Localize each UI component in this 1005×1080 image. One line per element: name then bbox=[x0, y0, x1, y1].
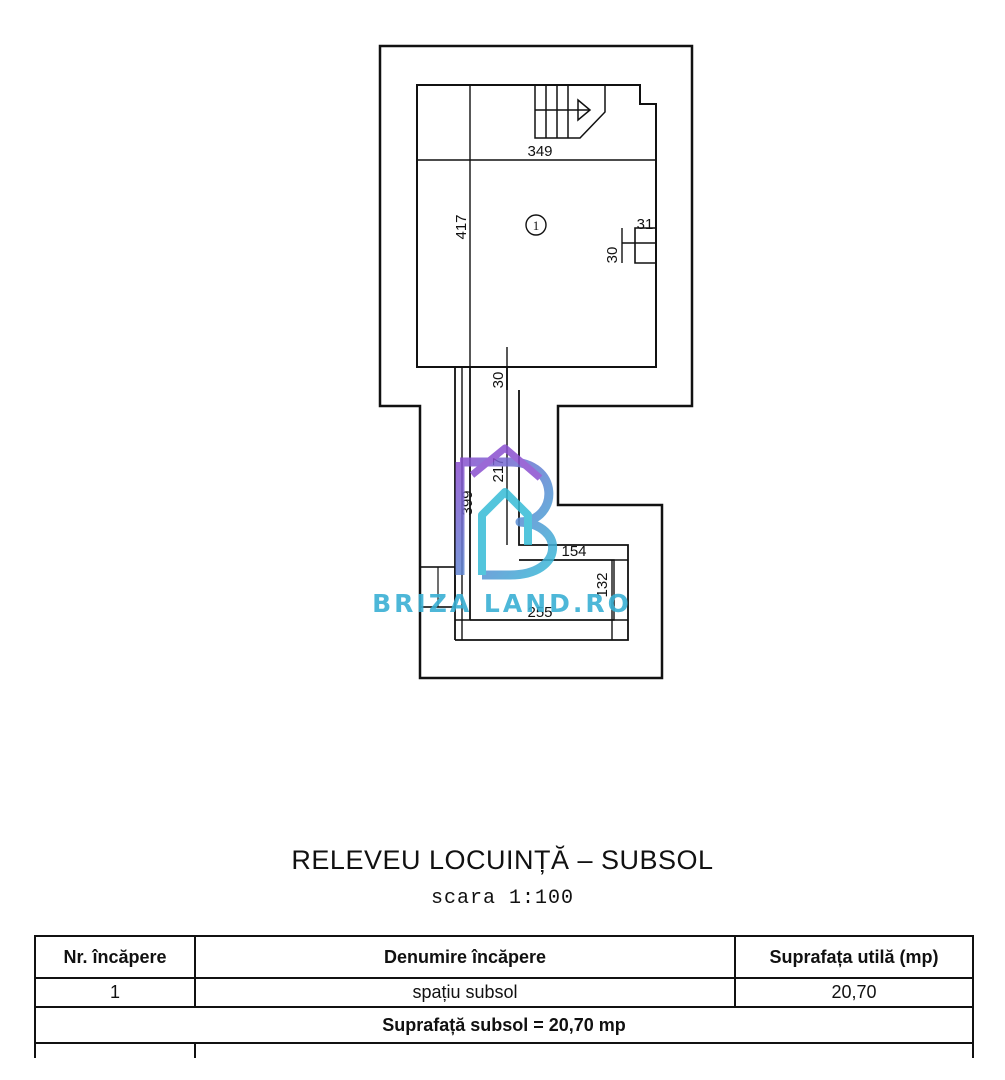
header-usable-area: Suprafața utilă (mp) bbox=[734, 935, 974, 979]
table-row: 1 spațiu subsol 20,70 bbox=[34, 977, 974, 1008]
dim-label-154: 154 bbox=[561, 543, 586, 560]
wall-niche bbox=[634, 227, 656, 264]
dim-label-31: 31 bbox=[637, 216, 654, 233]
table-total-row: Suprafață subsol = 20,70 mp bbox=[34, 1006, 974, 1044]
header-room-name: Denumire încăpere bbox=[194, 935, 736, 979]
room-marker-number: 1 bbox=[533, 218, 540, 233]
inner-wall bbox=[416, 84, 657, 368]
dim-label-132: 132 bbox=[594, 572, 611, 597]
table-header-row: Nr. încăpere Denumire încăpere Suprafața… bbox=[34, 935, 974, 979]
floor-plan: 349 417 31 30 30 217 399 154 132 255 1 B… bbox=[372, 44, 694, 680]
dim-label-30b: 30 bbox=[490, 372, 507, 389]
header-room-number: Nr. încăpere bbox=[34, 935, 196, 979]
staircase bbox=[534, 85, 606, 139]
corridor-wall bbox=[454, 367, 629, 641]
dim-label-30a: 30 bbox=[604, 247, 621, 264]
dim-label-349: 349 bbox=[527, 143, 552, 160]
page-title: RELEVEU LOCUINȚĂ – SUBSOL bbox=[291, 845, 714, 875]
dim-label-417: 417 bbox=[453, 214, 470, 239]
cell-room-name: spațiu subsol bbox=[194, 977, 736, 1008]
total-area: Suprafață subsol = 20,70 mp bbox=[34, 1006, 974, 1044]
watermark-logo bbox=[455, 444, 558, 580]
rooms-table: Nr. încăpere Denumire încăpere Suprafața… bbox=[34, 935, 974, 1058]
room-marker-circle bbox=[525, 214, 547, 236]
cell-room-number: 1 bbox=[34, 977, 196, 1008]
scale-label: scara 1:100 bbox=[430, 887, 575, 910]
outer-wall bbox=[378, 44, 694, 680]
dim-label-255: 255 bbox=[527, 604, 552, 621]
cell-usable-area: 20,70 bbox=[734, 977, 974, 1008]
table-row-partial bbox=[34, 1042, 974, 1058]
watermark-text: BRIZA LAND.RO bbox=[372, 589, 632, 618]
